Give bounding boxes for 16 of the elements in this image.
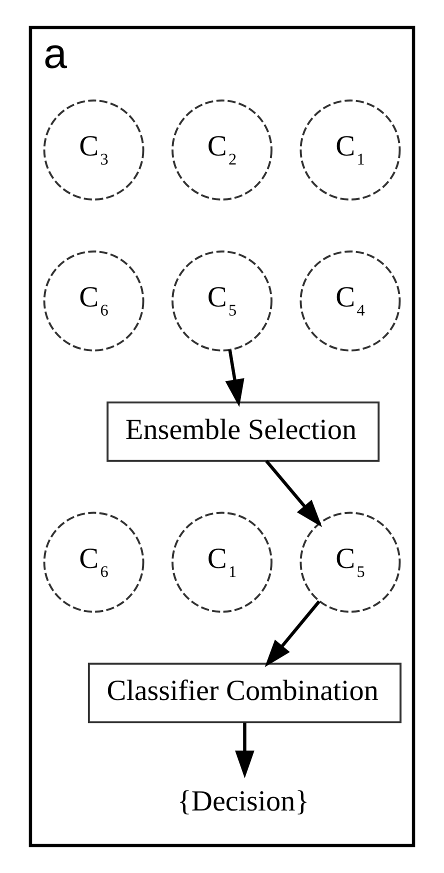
node-circle: C$_{1}$ bbox=[300, 100, 401, 200]
node-circle: C$_{6}$ bbox=[43, 250, 144, 352]
node-circle: C$_{2}$ bbox=[172, 100, 272, 200]
node-box: Ensemble Selection bbox=[106, 401, 380, 462]
node-circle: C$_{1}$ bbox=[172, 512, 272, 613]
arrow bbox=[235, 722, 254, 778]
node-box: Classifier Combination bbox=[88, 662, 402, 724]
node-circle: C$_{5}$ bbox=[300, 512, 401, 613]
arrow bbox=[265, 460, 322, 528]
node-circle: C$_{3}$ bbox=[43, 100, 144, 200]
node-circle: C$_{6}$ bbox=[43, 512, 144, 613]
node-circle: C$_{4}$ bbox=[300, 250, 401, 352]
node-text: {Decision} bbox=[177, 785, 310, 818]
arrow bbox=[264, 600, 320, 668]
node-circle: C$_{5}$ bbox=[172, 250, 272, 352]
arrow bbox=[225, 350, 244, 407]
